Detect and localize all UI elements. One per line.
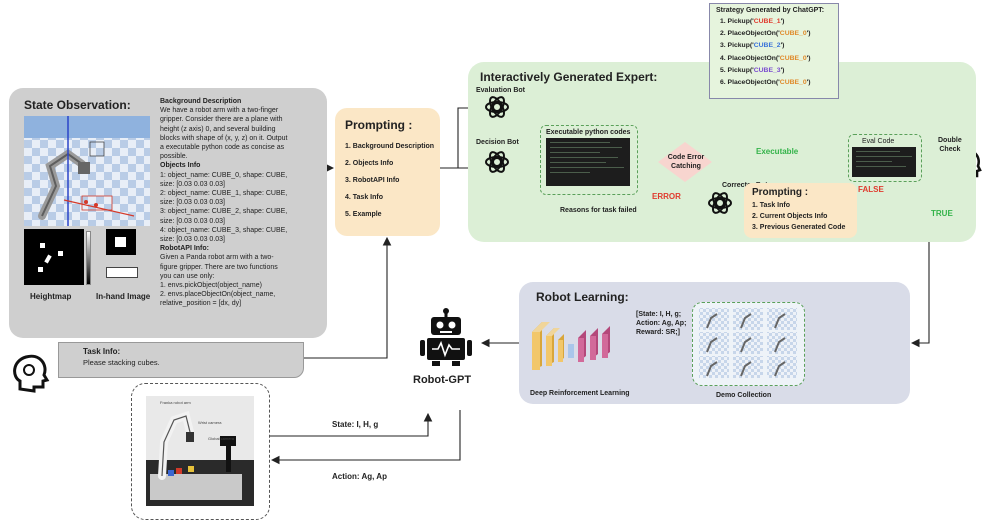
task-info-panel: Task Info: Please stacking cubes. [58,342,304,378]
demo-collection-grid [699,308,797,378]
code-error-label: Code Error [667,154,705,161]
prompting-panel: Prompting : 1. Background Description 2.… [335,108,440,236]
objects-line: size: [0.03 0.03 0.03] [160,217,225,225]
prompting-item: 2. Objects Info [345,160,394,167]
strategy-step: 6. PlaceObjectOn('CUBE_0') [720,79,811,87]
true-label: TRUE [931,209,953,218]
inhand-label: In-hand Image [96,292,151,301]
task-info-text: Please stacking cubes. [83,358,160,367]
inhand-image [106,229,136,255]
background-line: We have a robot arm with a two-finger [160,107,279,115]
false-label: FALSE [858,185,884,194]
heightmap-label: Heightmap [30,292,72,301]
background-line: height (z axis) 0, and several building [160,125,276,133]
real-robot-photo: Franka robot arm Wrist camera Global cam… [146,396,254,506]
objects-line: 1: object_name: CUBE_0, shape: CUBE, [160,171,288,179]
neural-network-icon [532,322,610,370]
strategy-step: 1. Pickup('CUBE_1') [720,18,785,25]
background-line: possible. [160,153,188,161]
executable-label: Executable [756,147,799,156]
strategy-step: 2. PlaceObjectOn('CUBE_0') [720,30,811,38]
background-line: gripper. Consider there are a plane with [160,116,283,124]
prompting-title: Prompting : [345,118,413,132]
simulation-scene-image [24,116,150,226]
executable-code-label: Executable python codes [546,129,631,136]
prompting-item: 5. Example [345,211,382,218]
objects-line: 4: object_name: CUBE_3, shape: CUBE, [160,226,288,234]
objects-line: 3: object_name: CUBE_2, shape: CUBE, [160,208,288,216]
prompting-item: 3. RobotAPI Info [345,177,400,184]
evaluation-bot-label: Evaluation Bot [476,87,526,94]
error-label: ERROR [652,192,681,201]
rl-state-line: Action: Ag, Ap; [636,320,687,328]
reasons-label: Reasons for task failed [560,207,637,214]
prompting-item: 4. Task Info [345,194,383,201]
strategy-step: 5. Pickup('CUBE_3') [720,66,785,74]
background-line: a executable python code as concise as [160,144,285,152]
robotapi-line: figure gripper. There are two functions [160,263,278,271]
state-description-text: Background Description We have a robot a… [160,97,326,309]
code-error-label: Catching [671,163,701,171]
task-info-heading: Task Info: [83,347,121,356]
prompting-correction-item: 1. Task Info [752,202,790,209]
prompting-correction-title: Prompting : [752,187,809,198]
objects-line: size: [0.03 0.03 0.03] [160,236,225,244]
robotapi-line: 2. envs.placeObjectOn(object_name, [160,291,276,299]
eval-code-label: Eval Code [862,138,895,145]
double-check-label: Double [938,137,962,144]
svg-text:Global camera: Global camera [208,436,235,441]
objects-line: size: [0.03 0.03 0.03] [160,180,225,188]
objects-line: 2: object_name: CUBE_1, shape: CUBE, [160,190,288,198]
strategy-step: 4. PlaceObjectOn('CUBE_0') [720,54,811,62]
prompting-correction-item: 3. Previous Generated Code [752,224,846,231]
openai-logo-icon [708,192,732,214]
executable-code-snippet [546,138,630,186]
rl-state-line: Reward: SR;] [636,329,680,337]
background-line: blocks with shape of (x, y, z) on it. Ou… [160,134,288,142]
robot-icon [420,308,472,366]
background-heading: Background Description [160,98,242,105]
robotapi-line: you can use only: [160,272,215,280]
eval-code-snippet [852,147,916,177]
demo-collection-label: Demo Collection [716,392,772,399]
openai-logo-icon [485,96,509,118]
robotapi-line: Given a Panda robot arm with a two- [160,254,274,262]
svg-text:Wrist camera: Wrist camera [198,420,222,425]
inhand-status-box [106,267,138,278]
strategy-step: 3. Pickup('CUBE_2') [720,42,785,50]
robot-learning-title: Robot Learning: [536,290,629,304]
robotapi-line: relative_position = [dx, dy] [160,300,242,308]
objects-line: size: [0.03 0.03 0.03] [160,199,225,207]
double-check-label: Check [939,146,961,154]
strategy-panel: Strategy Generated by ChatGPT: 1. Pickup… [709,3,839,99]
executable-code-frame [540,125,638,195]
objects-heading: Objects Info [160,162,201,170]
state-arrow-label: State: I, H, g [332,420,379,429]
robot-gpt-label: Robot-GPT [413,374,472,386]
human-head-icon [13,354,50,393]
prompting-item: 1. Background Description [345,143,435,150]
heightmap-colorbar [86,231,91,285]
action-arrow-label: Action: Ag, Ap [332,472,387,481]
robotapi-line: 1. envs.pickObject(object_name) [160,282,262,290]
robotapi-heading: RobotAPI Info: [160,245,209,253]
rl-state-line: [State: I, H, g; [636,311,682,318]
decision-bot-label: Decision Bot [476,139,519,146]
strategy-title: Strategy Generated by ChatGPT: [716,7,825,14]
drl-label: Deep Reinforcement Learning [530,390,630,397]
svg-text:Franka robot arm: Franka robot arm [160,400,191,405]
expert-title: Interactively Generated Expert: [480,70,658,84]
openai-logo-icon [485,151,509,173]
heightmap-image [24,229,84,285]
strategy-list: 1. Pickup('CUBE_1') 2. PlaceObjectOn('CU… [720,16,838,89]
prompting-correction-panel: Prompting : 1. Task Info 2. Current Obje… [744,183,857,238]
eval-code-frame [848,134,922,182]
prompting-correction-item: 2. Current Objects Info [752,213,828,220]
state-observation-title: State Observation: [24,98,131,112]
